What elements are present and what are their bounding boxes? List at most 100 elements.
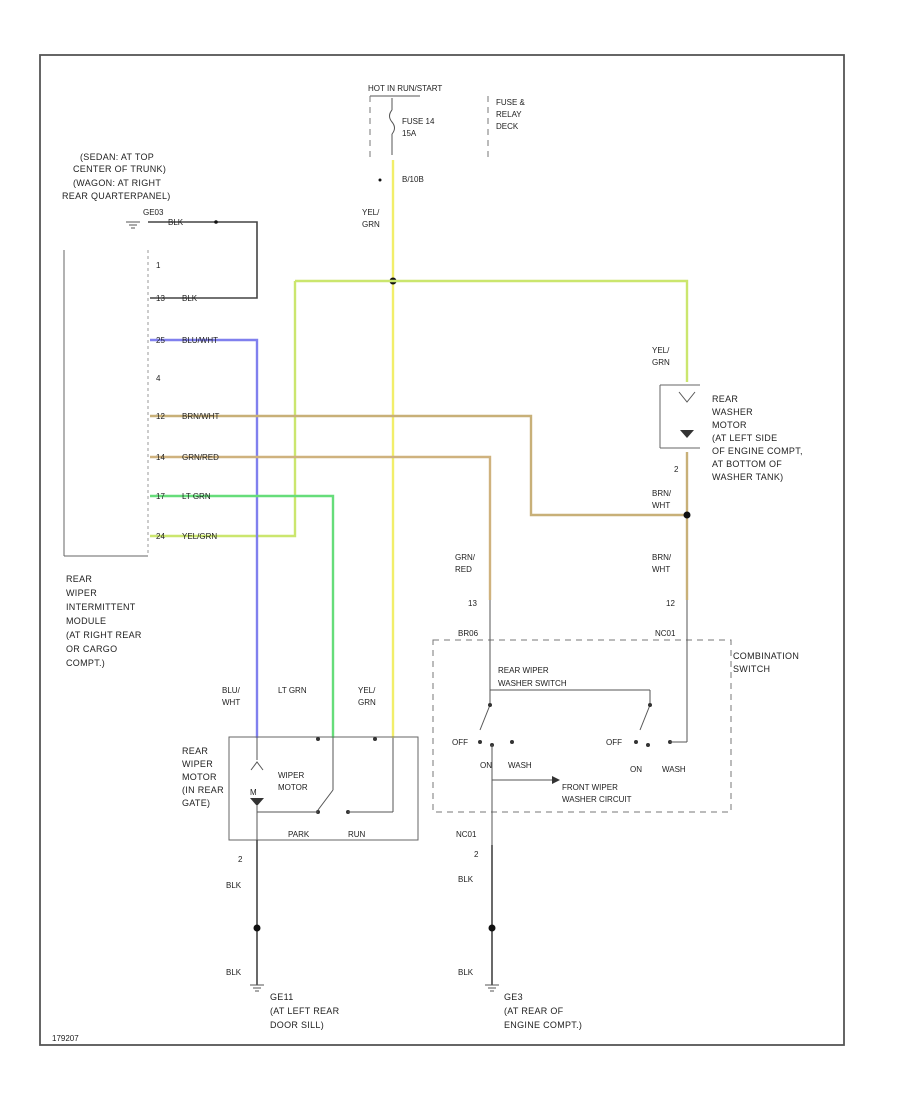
module-label-7: COMPT.) xyxy=(66,658,105,668)
switch-left-wire-1: GRN/ xyxy=(455,553,476,562)
wiper-label-3: MOTOR xyxy=(182,772,217,782)
washer-label-4: (AT LEFT SIDE xyxy=(712,433,777,443)
ground-ref: GE03 xyxy=(143,208,164,217)
module-pin-4: 4 xyxy=(156,374,161,383)
switch-bottom-pin: 2 xyxy=(474,850,479,859)
wiper-top-wire-3a: YEL/ xyxy=(358,686,376,695)
switch-right-off: OFF xyxy=(606,738,622,747)
switch-right-code: NC01 xyxy=(655,629,676,638)
wiper-inner-2: MOTOR xyxy=(278,783,308,792)
source-label: HOT IN RUN/START xyxy=(368,84,442,93)
wiper-run: RUN xyxy=(348,830,366,839)
module-wire-6: GRN/RED xyxy=(182,453,219,462)
module-wire-3: BLU/WHT xyxy=(182,336,218,345)
ground-left-loc-1: (AT LEFT REAR xyxy=(270,1006,340,1016)
module-label-6: OR CARGO xyxy=(66,644,117,654)
switch-name-2: WASHER SWITCH xyxy=(498,679,567,688)
wiper-top-wire-2: LT GRN xyxy=(278,686,307,695)
washer-label-5: OF ENGINE COMPT, xyxy=(712,446,803,456)
fuse-box-label-2: RELAY xyxy=(496,110,522,119)
wiper-top-wire-1a: BLU/ xyxy=(222,686,241,695)
switch-right-on: ON xyxy=(630,765,642,774)
washer-label-6: AT BOTTOM OF xyxy=(712,459,782,469)
wiper-top-wire-1b: WHT xyxy=(222,698,240,707)
washer-label-3: MOTOR xyxy=(712,420,747,430)
ground-left-wire-lower: BLK xyxy=(226,968,242,977)
combination-switch-label-1: COMBINATION xyxy=(733,651,799,661)
combination-switch-contacts xyxy=(478,600,688,845)
ground-left-symbol xyxy=(250,984,264,992)
switch-left-wire-2: RED xyxy=(455,565,472,574)
switch-name-1: REAR WIPER xyxy=(498,666,549,675)
module-pin-1: 1 xyxy=(156,261,161,270)
combination-switch-box xyxy=(432,639,732,813)
ground-left-name: GE11 xyxy=(270,992,294,1002)
switch-right-pin: 12 xyxy=(666,599,675,608)
ground-note-3: (WAGON: AT RIGHT xyxy=(73,178,161,188)
washer-pin: 2 xyxy=(674,465,679,474)
rear-wiper-module xyxy=(63,250,149,557)
switch-left-wash: WASH xyxy=(508,761,532,770)
yel-grn-wire-module xyxy=(150,281,297,538)
ground-right-wire-upper: BLK xyxy=(458,875,474,884)
wiper-bottom-pin: 2 xyxy=(238,855,243,864)
ground-right-loc-2: ENGINE COMPT.) xyxy=(504,1020,582,1030)
wiper-label-2: WIPER xyxy=(182,759,213,769)
fuse-terminal: B/10B xyxy=(402,175,424,184)
ground-right-name: GE3 xyxy=(504,992,523,1002)
switch-right-wire-2: WHT xyxy=(652,565,670,574)
ground-top-wire: BLK xyxy=(168,218,184,227)
module-pin-2: 13 xyxy=(156,294,165,303)
wiper-inner-1: WIPER xyxy=(278,771,304,780)
washer-label-2: WASHER xyxy=(712,407,753,417)
washer-wire-top-1: YEL/ xyxy=(652,346,670,355)
module-pin-3: 25 xyxy=(156,336,165,345)
blu-wht-wire xyxy=(150,338,259,738)
wiper-park: PARK xyxy=(288,830,310,839)
washer-label-7: WASHER TANK) xyxy=(712,472,783,482)
module-label-2: WIPER xyxy=(66,588,97,598)
fuse-symbol xyxy=(389,98,395,155)
ground-top-symbol xyxy=(126,221,140,229)
switch-left-pin: 13 xyxy=(468,599,477,608)
ground-note-4: REAR QUARTERPANEL) xyxy=(62,191,171,201)
module-label-4: MODULE xyxy=(66,616,106,626)
wiper-label-4: (IN REAR xyxy=(182,785,224,795)
washer-wire-top-2: GRN xyxy=(652,358,670,367)
fuse-box-label-1: FUSE & xyxy=(496,98,526,107)
washer-label-1: REAR xyxy=(712,394,738,404)
source-wire-label-1: YEL/ xyxy=(362,208,380,217)
module-pin-5: 12 xyxy=(156,412,165,421)
brn-wht-wire xyxy=(150,414,687,517)
wiper-label-1: REAR xyxy=(182,746,208,756)
ground-left-wire-upper: BLK xyxy=(226,881,242,890)
grn-red-wire xyxy=(150,455,492,600)
lt-grn-wire xyxy=(150,494,335,738)
wiper-label-5: GATE) xyxy=(182,798,210,808)
combination-switch-label-2: SWITCH xyxy=(733,664,770,674)
switch-left-off: OFF xyxy=(452,738,468,747)
ground-right-loc-1: (AT REAR OF xyxy=(504,1006,564,1016)
module-pin-6: 14 xyxy=(156,453,165,462)
diagram-frame xyxy=(39,54,845,1046)
fuse-box-label-3: DECK xyxy=(496,122,519,131)
corner-code: 179207 xyxy=(52,1034,79,1043)
washer-wire-bottom-2: WHT xyxy=(652,501,670,510)
module-label-1: REAR xyxy=(66,574,92,584)
switch-right-wire-1: BRN/ xyxy=(652,553,672,562)
fuse-name: FUSE 14 xyxy=(402,117,435,126)
yel-grn-wire-branch xyxy=(295,279,689,382)
wiper-top-wire-3b: GRN xyxy=(358,698,376,707)
wiper-motor-internals xyxy=(250,737,394,840)
module-pin-8: 24 xyxy=(156,532,165,541)
washer-wire-bottom-1: BRN/ xyxy=(652,489,672,498)
front-circuit-2: WASHER CIRCUIT xyxy=(562,795,632,804)
source-wire-label-2: GRN xyxy=(362,220,380,229)
switch-right-wash: WASH xyxy=(662,765,686,774)
module-label-3: INTERMITTENT xyxy=(66,602,136,612)
module-label-5: (AT RIGHT REAR xyxy=(66,630,142,640)
wiper-pin-m: M xyxy=(250,788,257,797)
ground-note-2: CENTER OF TRUNK) xyxy=(73,164,166,174)
washer-motor-symbol xyxy=(659,384,700,449)
